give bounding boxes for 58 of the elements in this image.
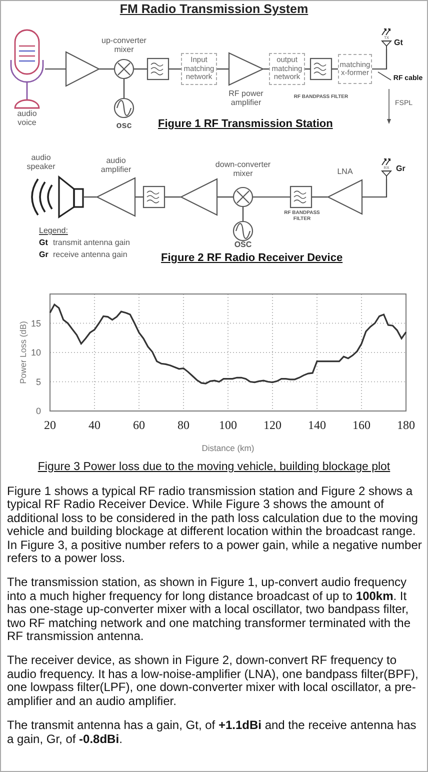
signal-line	[169, 68, 181, 70]
component-label: OSC	[233, 241, 253, 250]
signal-line	[45, 68, 66, 70]
signal-line	[242, 207, 244, 221]
tick-label: 0	[36, 406, 41, 416]
legend-symbol: Gt	[39, 238, 48, 247]
tick-label: 80	[178, 418, 190, 432]
leader-line	[378, 72, 392, 80]
signal-line	[99, 68, 114, 70]
legend-text: receive antenna gain	[53, 250, 128, 259]
signal-line	[165, 196, 181, 198]
signal-line	[362, 179, 388, 198]
signal-line	[263, 68, 269, 70]
tick-label: 10	[30, 348, 41, 358]
figure-caption: Figure 3 Power loss due to the moving vehicle, building blockage plot	[36, 461, 392, 473]
component-label: up-converter mixer	[100, 37, 148, 55]
tick-label: 60	[133, 418, 145, 432]
signal-line	[372, 49, 388, 70]
paragraph: The transmit antenna has a gain, Gt, of +1.1dBi and the receive antenna has a gain, Gr, of -0.8dBi.	[7, 719, 418, 746]
figure-caption: Figure 1 RF Transmission Station	[158, 118, 333, 130]
tick-label: 5	[36, 376, 41, 387]
component-label: LNA	[336, 168, 354, 177]
gain-label: Gr	[396, 164, 406, 173]
signal-line	[134, 68, 147, 70]
signal-line	[253, 196, 290, 198]
legend-text: transmit antenna gain	[53, 238, 130, 247]
component-label: audio speaker	[26, 154, 56, 172]
legend-symbol: Gr	[39, 250, 48, 259]
signal-line	[332, 68, 338, 70]
signal-line	[305, 68, 310, 70]
signal-line	[123, 79, 125, 98]
axis-title: Power Loss (dB)	[18, 321, 28, 384]
paragraph: Figure 1 shows a typical RF radio transmission station and Figure 2 shows a typical RF Radio Receiver Device. While Figure 3 shows the amount of additional loss to be considered in the path loss calculation due to the moving vehicle and building blockage at different location within the broadcast range. In Figure 3, a positive number refers to a power gain, while a negative number refers to a power loss.	[7, 485, 423, 566]
tick-label: 100	[219, 418, 237, 432]
figure-caption: Figure 2 RF Radio Receiver Device	[161, 252, 343, 264]
signal-line	[217, 68, 229, 70]
component-label: osc	[115, 120, 133, 130]
tick-label: 120	[264, 418, 282, 432]
tick-label: 40	[88, 418, 100, 432]
signal-line	[84, 196, 97, 198]
component-label: RF power amplifier	[228, 90, 264, 108]
tick-label: 15	[30, 318, 41, 328]
gain-label: Gt	[394, 38, 403, 47]
component-label: down-converter mixer	[214, 161, 272, 179]
signal-line	[312, 196, 328, 198]
tick-label: 140	[308, 418, 326, 432]
tick-label: 160	[352, 418, 370, 432]
signal-line	[217, 196, 233, 198]
diagram-title: FM Radio Transmission System	[118, 2, 310, 16]
tick-label: 20	[44, 418, 56, 432]
paragraph: The transmission station, as shown in Figure 1, up-convert audio frequency into a much higher frequency for long distance broadcast of up to 100km. It has one-stage up-converter mixer with a local oscillator, two bandpass filter, two RF matching network and one matching transformer terminated with the RF transmission antenna.	[7, 576, 412, 644]
axis-title: Distance (km)	[202, 443, 254, 453]
component-label: audio voice	[16, 110, 38, 128]
component-label: audio amplifier	[100, 157, 132, 175]
legend-heading: Legend:	[39, 226, 68, 235]
tick-label: 180	[397, 418, 415, 432]
paragraph: The receiver device, as shown in Figure 2, down-convert RF frequency to audio frequency. It has a low-noise-amplifier (LNA), one bandpass filter(BPF), one lowpass filter(LPF), one down-converter mixer with local oscillator, a pre-amplifier and an audio amplifier.	[7, 654, 420, 708]
signal-line	[135, 196, 143, 198]
